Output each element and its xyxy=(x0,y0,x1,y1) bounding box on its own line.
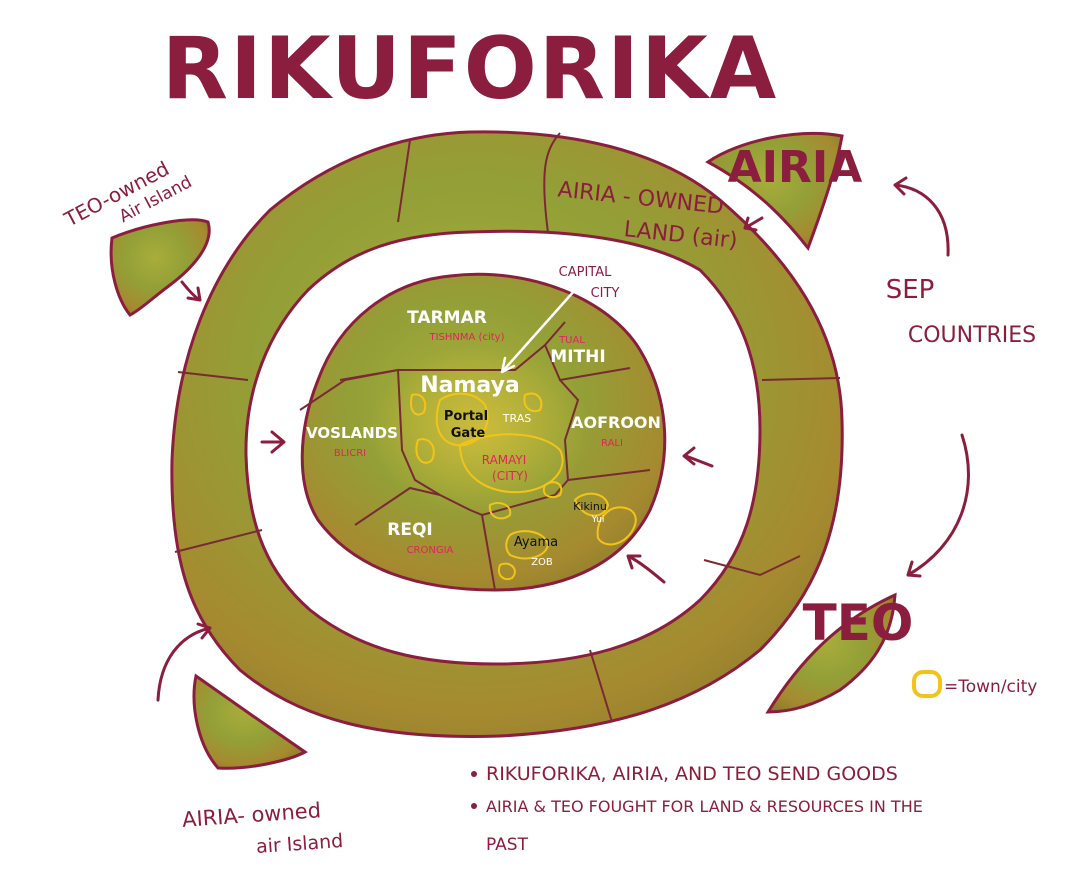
town-outlines xyxy=(410,392,637,581)
note-1: RIKUFORIKA, AIRIA, AND TEO SEND GOODS xyxy=(486,763,898,785)
capital-city-annot-1: CAPITAL xyxy=(559,265,612,280)
ayama-sub: ZOB xyxy=(531,557,553,568)
kikinu-label: Kikinu xyxy=(573,500,607,513)
map-title: RIKUFORIKA xyxy=(162,19,778,119)
note-2-line-1: AIRIA & TEO FOUGHT FOR LAND & RESOURCES … xyxy=(486,797,923,816)
ramayi-label-2: (CITY) xyxy=(492,469,528,483)
airia-owned-island-label-1: AIRIA- owned xyxy=(181,798,321,832)
airia-owned-air-island xyxy=(192,673,308,770)
region-mithi-sub: TUAL xyxy=(558,335,585,346)
region-borders xyxy=(299,321,651,591)
region-reqi-sub: CRONGIA xyxy=(407,545,454,556)
kikinu-sub: Yui xyxy=(591,515,605,525)
region-tarmar: TARMAR xyxy=(407,308,487,328)
region-aofroon-sub: RALI xyxy=(601,438,623,449)
legend: =Town/city xyxy=(912,670,1037,698)
tras-label: TRAS xyxy=(502,412,531,425)
notes: RIKUFORIKA, AIRIA, AND TEO SEND GOODS AI… xyxy=(471,763,923,855)
region-tarmar-sub: TISHNMA (city) xyxy=(429,332,505,343)
note-2-line-2: PAST xyxy=(486,835,529,855)
teo-island xyxy=(765,592,897,714)
region-voslands: VOSLANDS xyxy=(306,424,398,442)
ayama-label: Ayama xyxy=(514,535,558,550)
sep-label-2: COUNTRIES xyxy=(908,323,1036,348)
region-mithi: MITHI xyxy=(550,347,605,367)
capital-namaya: Namaya xyxy=(420,373,520,398)
capital-city-annot-2: CITY xyxy=(591,286,620,301)
flow-arrows xyxy=(156,176,970,702)
portal-gate-label-1: Portal xyxy=(444,409,488,424)
legend-label: =Town/city xyxy=(944,677,1037,697)
legend-town-swatch xyxy=(912,670,942,698)
teo-country-label: TEO xyxy=(803,594,914,652)
capital-glow xyxy=(370,345,590,515)
portal-gate-label-2: Gate xyxy=(451,426,486,441)
teo-owned-air-island xyxy=(109,218,211,317)
ramayi-label-1: RAMAYI xyxy=(482,453,527,467)
capital-pointer-arrow xyxy=(500,288,577,374)
airia-island xyxy=(705,132,844,252)
airia-country-label: AIRIA xyxy=(728,142,863,193)
sep-label-1: SEP xyxy=(886,275,935,305)
region-voslands-sub: BLICRI xyxy=(334,448,366,459)
region-reqi: REQI xyxy=(387,520,432,540)
outer-ring-land xyxy=(170,130,844,738)
airia-owned-island-label-2: air Island xyxy=(255,830,344,858)
region-aofroon: AOFROON xyxy=(571,413,661,432)
outer-ring-borders xyxy=(174,132,841,723)
